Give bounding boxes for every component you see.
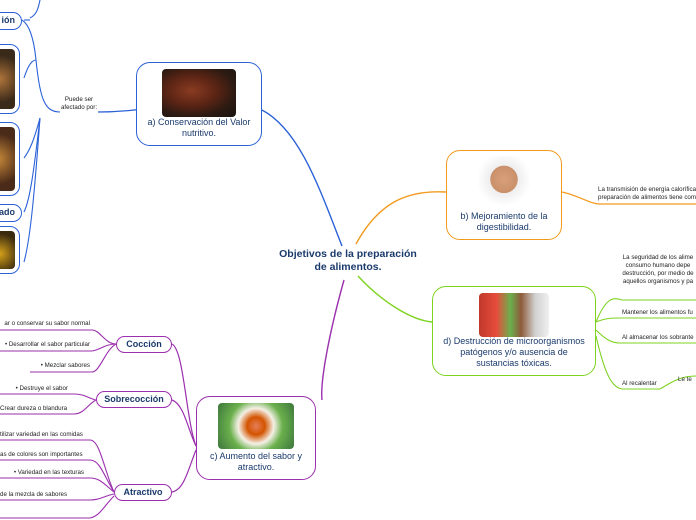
central-topic[interactable]: Objetivos de la preparación de alimentos…	[279, 248, 417, 273]
branch-a-label: a) Conservación del Valor nutritivo.	[147, 117, 251, 138]
coccion-item-2: • Desarrollar el sabor particular	[4, 341, 90, 348]
left-partial-mid-pill[interactable]: ado	[0, 204, 22, 222]
branch-b-node[interactable]: b) Mejoramiento de la digestibilidad.	[446, 150, 562, 240]
link-center-c	[321, 279, 345, 401]
branch-c-label: c) Aumento del sabor y atractivo.	[209, 451, 303, 472]
atractivo-item-2: as de colores son importantes	[0, 451, 83, 458]
food-thumb-2[interactable]	[0, 122, 20, 196]
grilled-meat-image	[162, 69, 236, 117]
coccion-item-3: • Mezclar sabores	[40, 362, 90, 369]
link-center-a	[261, 109, 343, 247]
food-thumb-1[interactable]	[0, 44, 20, 114]
branch-d-leaf-recalentar-tail: Le te	[678, 376, 692, 383]
digestion-image	[478, 156, 530, 208]
branch-c-node[interactable]: c) Aumento del sabor y atractivo.	[196, 396, 316, 480]
branch-b-label: b) Mejoramiento de la digestibilidad.	[460, 211, 548, 232]
branch-b-leaf: La transmisión de energía calorífica pre…	[598, 186, 696, 201]
coccion-pill[interactable]: Cocción	[116, 336, 172, 353]
atractivo-pill[interactable]: Atractivo	[114, 484, 172, 501]
branch-a-node[interactable]: a) Conservación del Valor nutritivo.	[136, 62, 262, 146]
atractivo-item-4: de la mezcla de sabores	[0, 491, 68, 498]
branch-d-label: d) Destrucción de microorganismos patóge…	[443, 336, 585, 368]
atractivo-item-3: • Variedad en las texturas	[13, 469, 84, 476]
sobrecoccion-item-1: • Destruye el sabor	[15, 385, 68, 392]
branch-d-leaf-recalentar: Al recalentar	[622, 380, 657, 387]
branch-d-leaf-almacenar: Al almacenar los sobrante	[622, 334, 694, 341]
microorganisms-image	[479, 293, 549, 337]
salad-image	[218, 403, 294, 449]
branch-a-note: Puede ser afectado por:	[60, 96, 98, 111]
link-center-b	[355, 191, 447, 245]
link-note-thumbs	[21, 19, 61, 113]
sobrecoccion-pill[interactable]: Sobrecocción	[96, 391, 172, 408]
food-thumb-3[interactable]	[0, 226, 20, 274]
sobrecoccion-item-2: Crear dureza o blandura	[0, 405, 68, 412]
branch-d-node[interactable]: d) Destrucción de microorganismos patóge…	[432, 286, 596, 376]
branch-d-leaf-mantener: Mantener los alimentos fu	[622, 309, 693, 316]
branch-d-leaf-seguridad: La seguridad de los alime consumo humano…	[622, 254, 694, 285]
link-center-d	[357, 275, 433, 323]
left-partial-top-pill[interactable]: ión	[0, 12, 22, 30]
coccion-item-1: ar o conservar su sabor normal	[4, 320, 90, 327]
atractivo-item-1: tilizar variedad en las comidas	[0, 431, 83, 438]
